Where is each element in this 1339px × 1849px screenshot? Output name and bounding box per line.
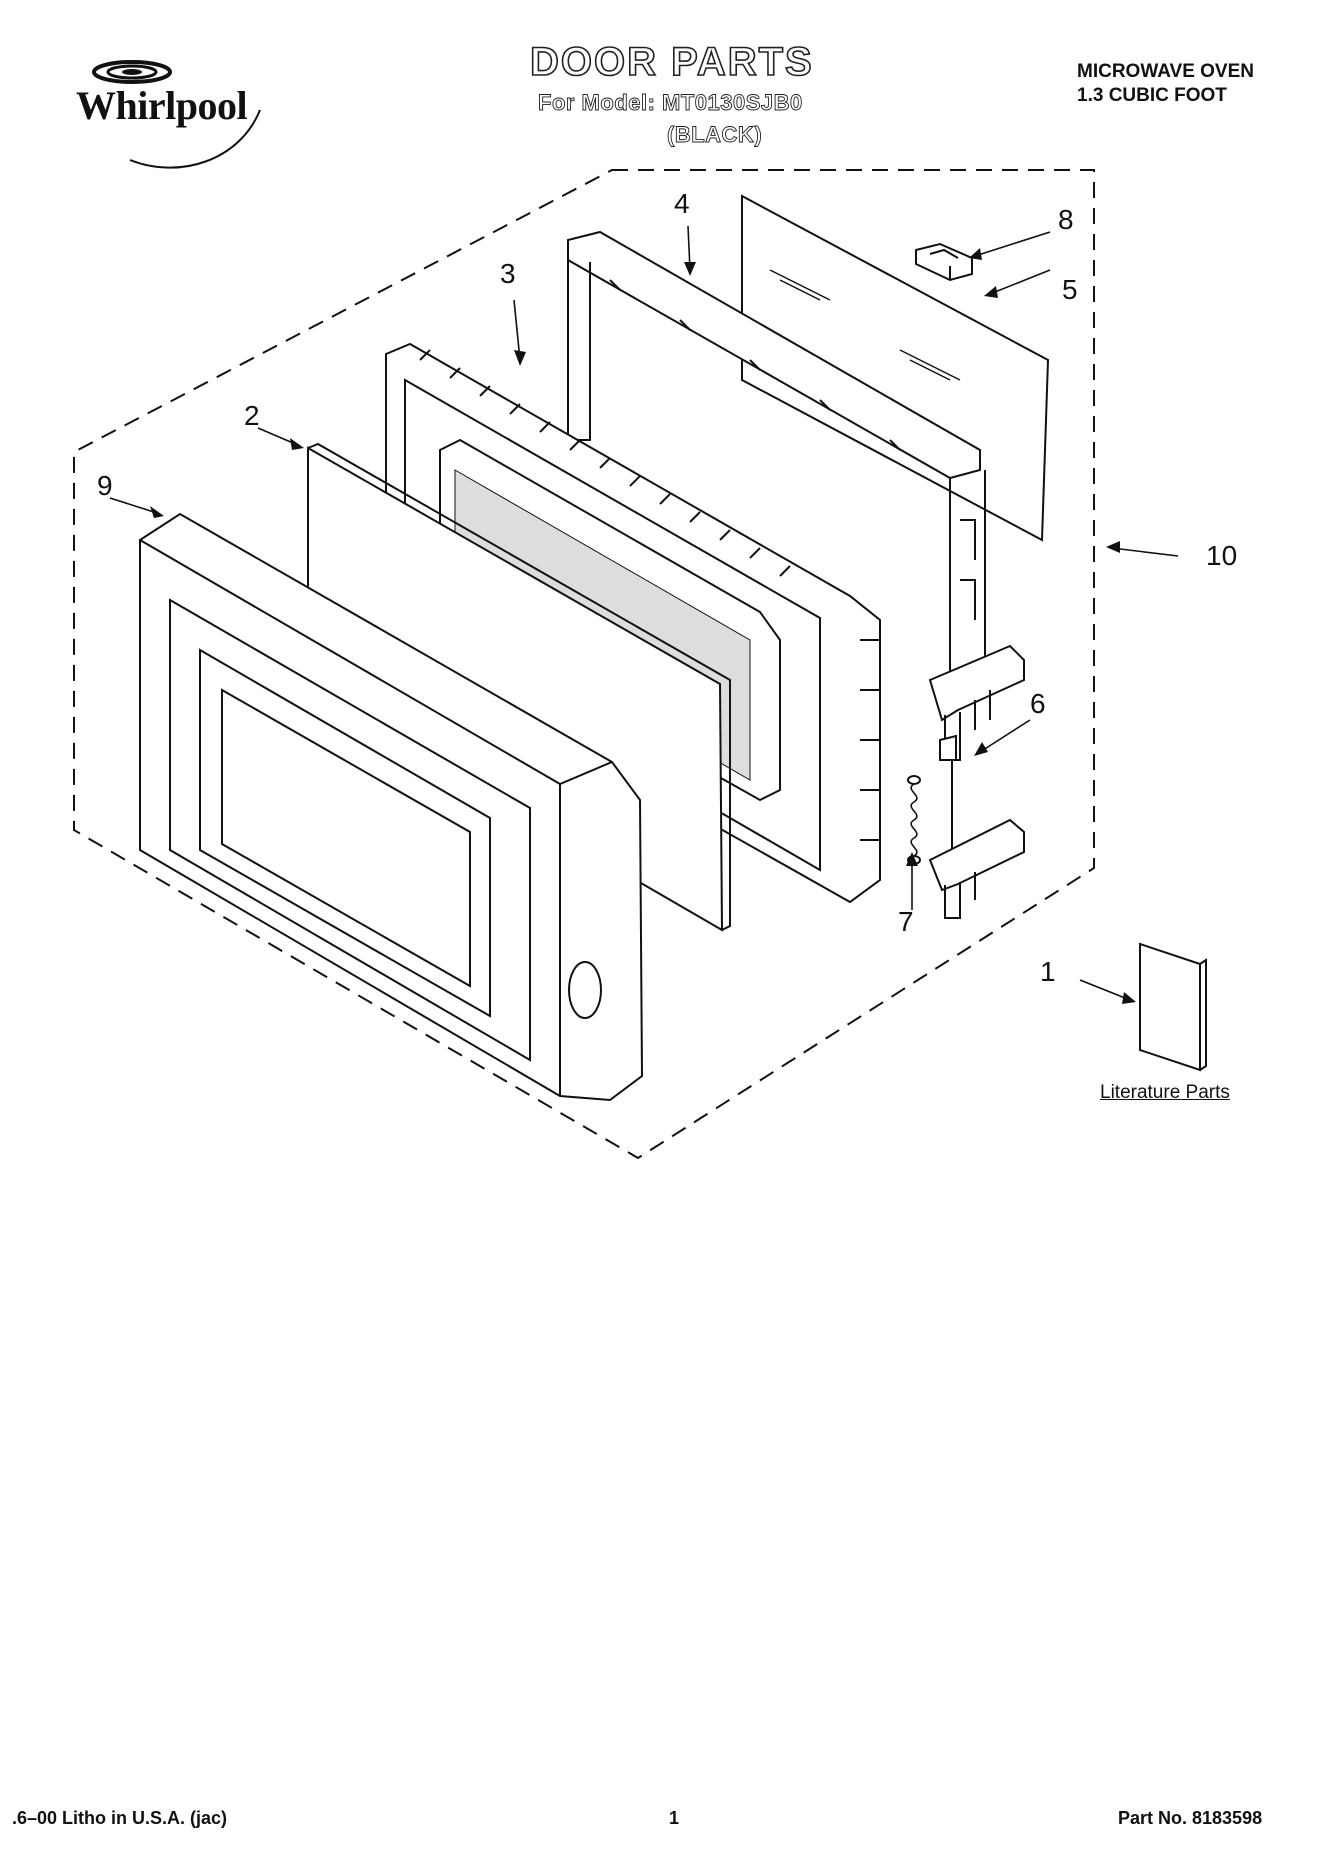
whirlpool-swirl-icon	[92, 60, 261, 169]
callout-6: 6	[1030, 688, 1046, 719]
part-door-frame	[567, 230, 986, 697]
callout-4: 4	[674, 188, 690, 219]
part-spring	[907, 775, 921, 865]
part-number: Part No. 8183598	[1118, 1808, 1263, 1828]
callout-1: 1	[1040, 956, 1056, 987]
model-color: (BLACK)	[667, 122, 763, 148]
brand-wordmark: Whirlpool	[76, 83, 248, 128]
callout-3: 3	[500, 258, 516, 289]
brand-logo: Whirlpool	[60, 50, 300, 170]
page-title: DOOR PARTS	[529, 39, 814, 85]
footer-litho: .6–00 Litho in U.S.A. (jac)	[12, 1808, 228, 1828]
part-door-front	[139, 512, 644, 1102]
assembly-boundary	[73, 169, 1095, 1160]
page-number: 1	[669, 1808, 680, 1828]
part-latch	[928, 644, 1025, 919]
callout-7: 7	[898, 906, 914, 937]
model-number: For Model: MT0130SJB0	[538, 90, 803, 116]
callout-9: 9	[97, 470, 113, 501]
callout-8: 8	[1058, 204, 1074, 235]
callout-5: 5	[1062, 274, 1078, 305]
product-type: MICROWAVE OVEN	[1077, 61, 1254, 82]
leader-arrowheads	[150, 248, 1136, 1004]
literature-parts-label: Literature Parts	[1100, 1082, 1230, 1103]
callout-2: 2	[244, 400, 260, 431]
product-capacity: 1.3 CUBIC FOOT	[1077, 85, 1227, 106]
part-door-clip	[915, 242, 973, 282]
part-literature-booklet	[1139, 942, 1207, 1072]
callout-10: 10	[1206, 540, 1238, 571]
